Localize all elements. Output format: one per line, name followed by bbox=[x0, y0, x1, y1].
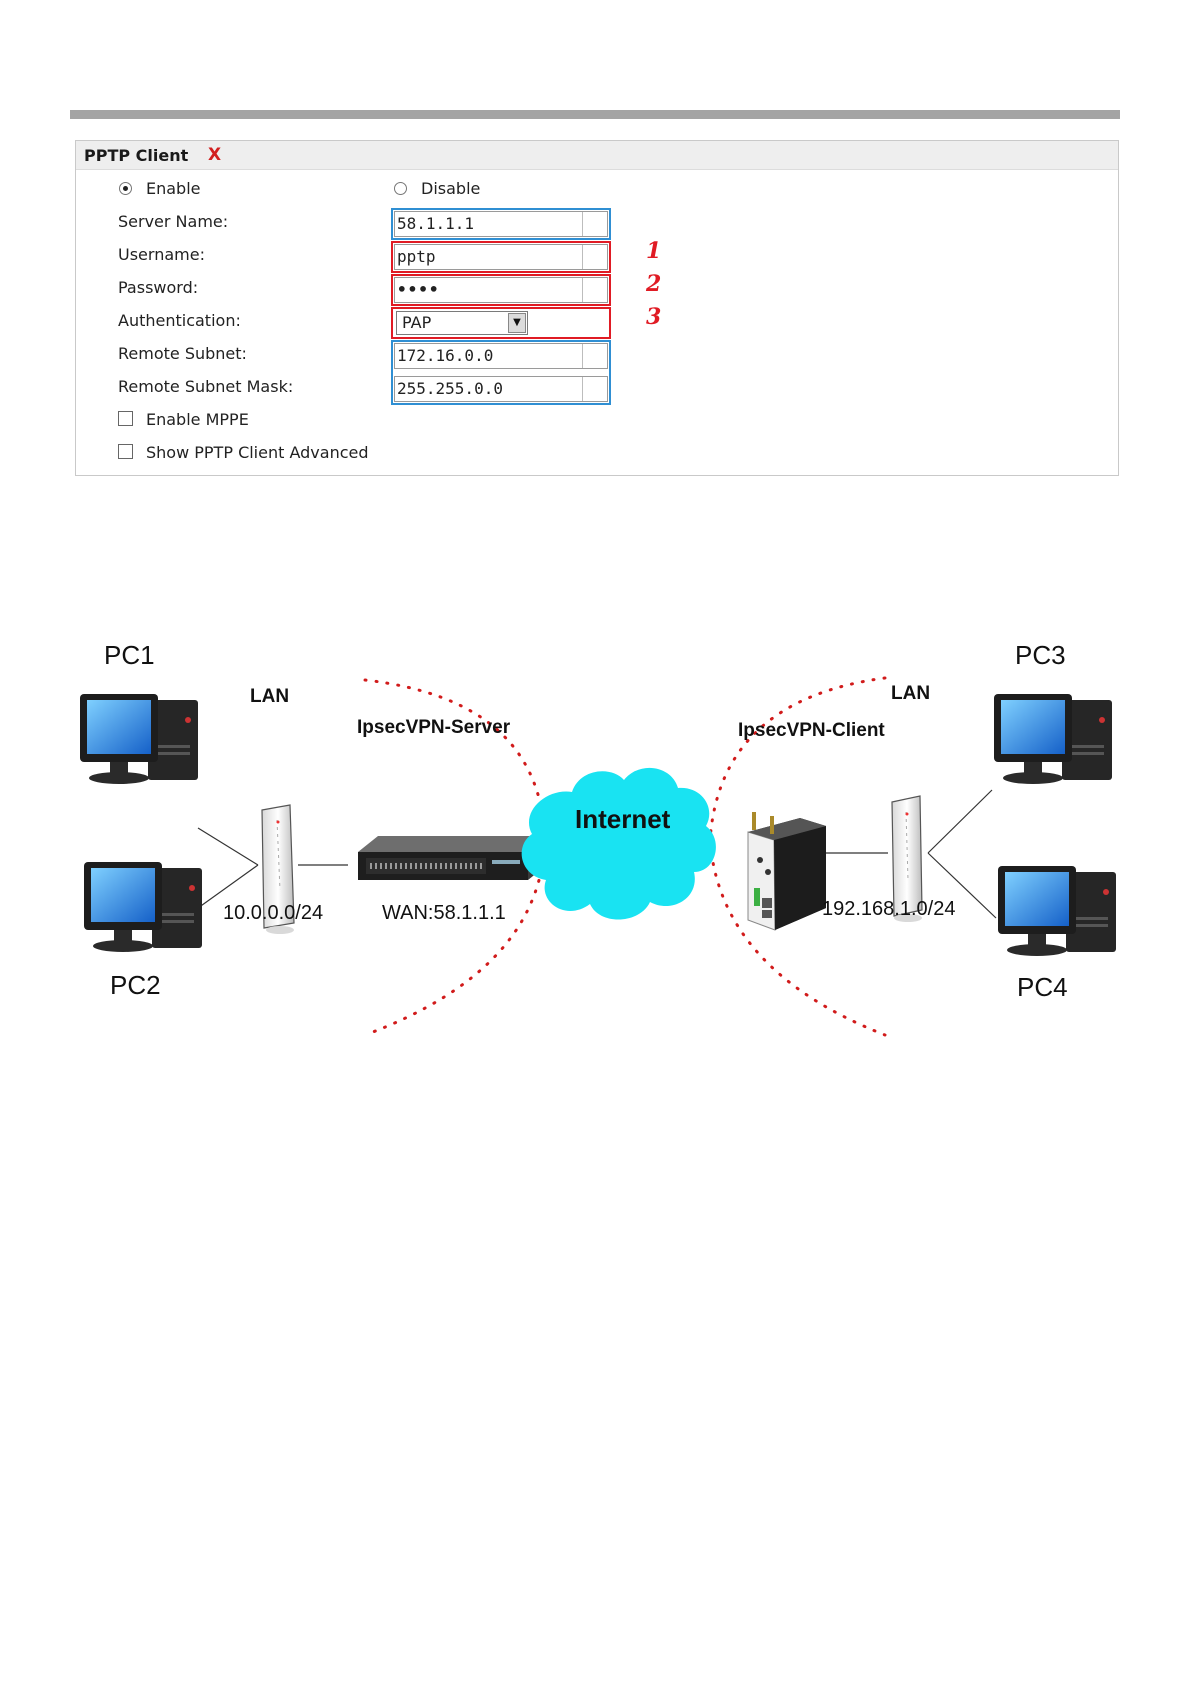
wan-label: WAN:58.1.1.1 bbox=[382, 902, 506, 924]
pc2-computer-icon bbox=[84, 862, 202, 952]
remote-subnet-mask-value: 255.255.0.0 bbox=[397, 379, 503, 398]
server-name-input[interactable]: 58.1.1.1 bbox=[394, 211, 608, 237]
enable-radio[interactable] bbox=[119, 182, 132, 195]
show-advanced-label: Show PPTP Client Advanced bbox=[146, 443, 369, 462]
left-subnet-label: 10.0.0.0/24 bbox=[223, 902, 324, 924]
remote-subnet-label: Remote Subnet: bbox=[118, 344, 247, 363]
input-end-box bbox=[582, 377, 607, 401]
client-label: IpsecVPN-Client bbox=[738, 720, 885, 741]
password-value: •••• bbox=[397, 280, 440, 299]
username-value: pptp bbox=[397, 247, 436, 266]
internet-cloud-icon bbox=[521, 767, 716, 920]
input-end-box bbox=[582, 278, 607, 302]
password-label: Password: bbox=[118, 278, 199, 297]
server-label: IpsecVPN-Server bbox=[357, 717, 511, 738]
pc3-label: PC3 bbox=[1015, 640, 1066, 670]
network-diagram: PC1 PC2 PC3 PC4 LAN LAN IpsecVPN-Server … bbox=[0, 640, 1191, 1060]
enable-mppe-checkbox[interactable] bbox=[118, 411, 133, 426]
authentication-select[interactable]: PAP ▼ bbox=[396, 311, 528, 335]
pc3-computer-icon bbox=[994, 694, 1112, 784]
authentication-label: Authentication: bbox=[118, 311, 241, 330]
marker-3: 3 bbox=[646, 304, 662, 330]
panel-header: PPTP Client X bbox=[76, 141, 1118, 170]
right-lan-label: LAN bbox=[891, 683, 931, 704]
input-end-box bbox=[582, 212, 607, 236]
marker-2: 2 bbox=[646, 271, 662, 297]
input-end-box bbox=[582, 245, 607, 269]
remote-subnet-input[interactable]: 172.16.0.0 bbox=[394, 343, 608, 369]
panel-title: PPTP Client bbox=[84, 146, 189, 165]
pptp-client-panel: PPTP Client X Enable Disable Server Name… bbox=[75, 140, 1119, 476]
disable-label: Disable bbox=[421, 179, 481, 198]
server-name-label: Server Name: bbox=[118, 212, 229, 231]
disable-radio[interactable] bbox=[394, 182, 407, 195]
pc4-label: PC4 bbox=[1017, 972, 1068, 1002]
remote-subnet-mask-label: Remote Subnet Mask: bbox=[118, 377, 294, 396]
diagram-graphics bbox=[80, 676, 1116, 1037]
close-icon[interactable]: X bbox=[208, 145, 222, 165]
vpn-server-icon bbox=[358, 836, 548, 880]
right-switch-icon bbox=[891, 795, 923, 922]
pc2-label: PC2 bbox=[110, 970, 161, 1000]
marker-1: 1 bbox=[646, 238, 662, 264]
remote-subnet-mask-input[interactable]: 255.255.0.0 bbox=[394, 376, 608, 402]
remote-subnet-value: 172.16.0.0 bbox=[397, 346, 494, 365]
enable-mppe-label: Enable MPPE bbox=[146, 410, 249, 429]
pc4-computer-icon bbox=[998, 866, 1116, 956]
left-switch-icon bbox=[261, 804, 295, 934]
authentication-value: PAP bbox=[402, 313, 432, 332]
right-dotted-boundary bbox=[708, 676, 887, 1037]
username-label: Username: bbox=[118, 245, 205, 264]
server-name-value: 58.1.1.1 bbox=[397, 214, 475, 233]
chevron-down-icon[interactable]: ▼ bbox=[508, 313, 526, 333]
top-divider-bar bbox=[70, 110, 1120, 119]
pc1-computer-icon bbox=[80, 694, 198, 784]
show-advanced-checkbox[interactable] bbox=[118, 444, 133, 459]
pc1-label: PC1 bbox=[104, 640, 155, 670]
enable-label: Enable bbox=[146, 179, 201, 198]
password-input[interactable]: •••• bbox=[394, 277, 608, 303]
right-subnet-label: 192.168.1.0/24 bbox=[822, 898, 956, 920]
left-lan-label: LAN bbox=[250, 686, 290, 707]
vpn-client-router-icon bbox=[747, 812, 826, 931]
internet-label: Internet bbox=[575, 804, 671, 834]
input-end-box bbox=[582, 344, 607, 368]
username-input[interactable]: pptp bbox=[394, 244, 608, 270]
